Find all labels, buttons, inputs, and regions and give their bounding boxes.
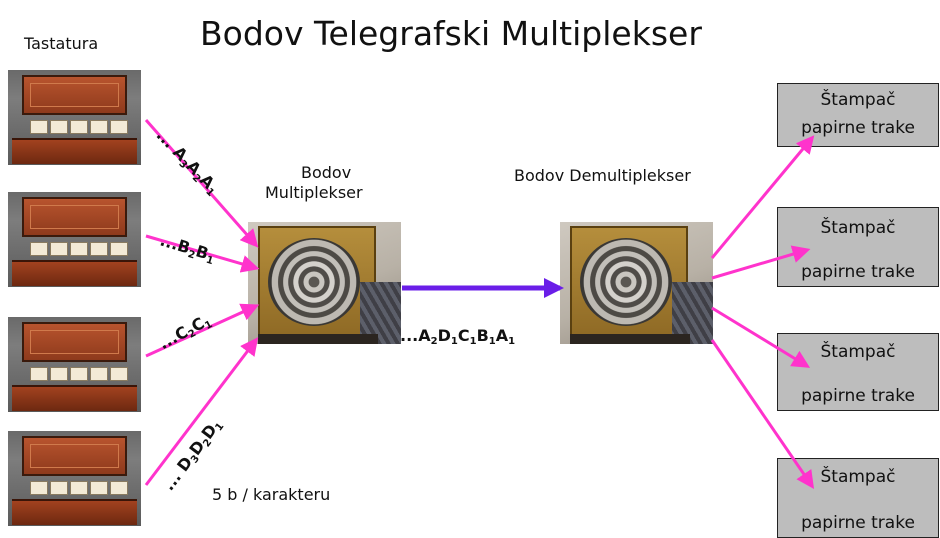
demultiplexer-label: Bodov Demultiplekser bbox=[514, 166, 691, 185]
keyboard-b-image bbox=[8, 192, 141, 287]
printer-3-label-line2: papirne trake bbox=[801, 386, 915, 406]
printer-3: Štampač papirne trake bbox=[777, 333, 939, 411]
combined-sequence: ...A2D1C1B1A1 bbox=[400, 326, 516, 347]
arrow-keyboard-d-to-mux bbox=[144, 337, 259, 486]
printer-2-label-line1: Štampač bbox=[820, 218, 896, 238]
keyboard-a-image bbox=[8, 70, 141, 165]
printer-1: Štampač papirne trake bbox=[777, 83, 939, 147]
arrow-demux-to-printer-2 bbox=[711, 245, 811, 280]
arrow-keyboard-c-to-mux bbox=[145, 303, 260, 358]
keyboard-label: Tastatura bbox=[24, 34, 99, 53]
arrow-demux-to-printer-1 bbox=[710, 135, 815, 259]
printer-3-label-line1: Štampač bbox=[820, 342, 896, 362]
arrow-demux-to-printer-4 bbox=[710, 339, 815, 489]
arrow-demux-to-printer-3 bbox=[711, 306, 811, 368]
printer-1-label-line1: Štampač bbox=[820, 90, 896, 110]
multiplexer-label-line2: Multiplekser bbox=[265, 183, 363, 202]
bits-per-character-label: 5 b / karakteru bbox=[212, 485, 331, 504]
printer-2: Štampač papirne trake bbox=[777, 207, 939, 287]
printer-2-label-line2: papirne trake bbox=[801, 262, 915, 282]
arrow-keyboard-b-to-mux bbox=[145, 234, 260, 273]
arrow-keyboard-a-to-mux bbox=[144, 119, 259, 248]
keyboard-d-image bbox=[8, 431, 141, 526]
multiplexer-label-line1: Bodov bbox=[301, 163, 352, 182]
printer-1-label-line2: papirne trake bbox=[801, 118, 915, 138]
demultiplexer-image bbox=[560, 222, 713, 344]
multiplexer-image bbox=[248, 222, 401, 344]
diagram-title: Bodov Telegrafski Multiplekser bbox=[200, 14, 702, 53]
printer-4-label-line2: papirne trake bbox=[801, 513, 915, 533]
printer-4-label-line1: Štampač bbox=[820, 467, 896, 487]
keyboard-c-image bbox=[8, 317, 141, 412]
